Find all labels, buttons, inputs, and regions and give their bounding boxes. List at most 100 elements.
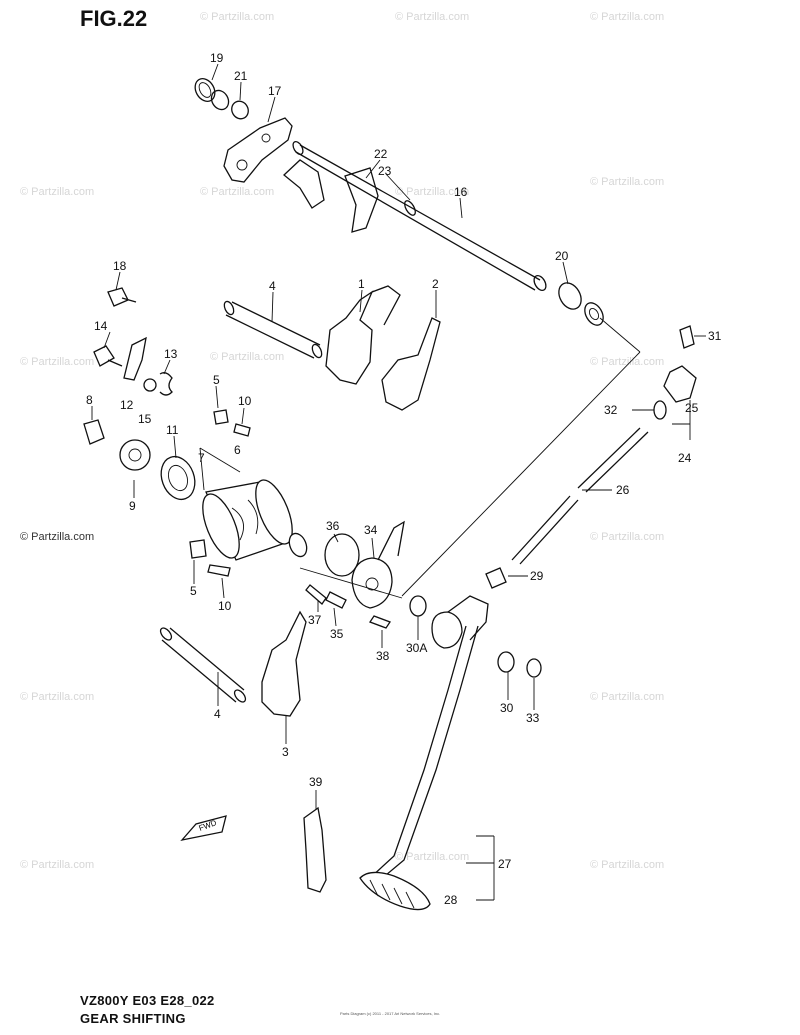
callout-11: 11 (166, 423, 179, 437)
bolt-14 (93, 345, 115, 367)
nut-32 (653, 400, 667, 420)
watermark: © Partzilla.com (395, 851, 469, 863)
leader-lines (91, 63, 706, 901)
callout-13: 13 (164, 347, 178, 361)
callout-30a: 30A (406, 641, 427, 655)
forward-direction-arrow: FWD (180, 815, 227, 842)
gearshift-arm-34 (351, 557, 393, 609)
callout-28: 28 (444, 893, 458, 907)
watermark: © Partzilla.com (20, 356, 94, 368)
callout-10-upper: 10 (238, 394, 252, 408)
callout-16: 16 (454, 185, 468, 199)
model-code: VZ800Y E03 E28_022 (80, 993, 215, 1008)
retainer-5-lower (189, 539, 207, 559)
circlip-33 (526, 658, 542, 678)
figure-name: GEAR SHIFTING (80, 1011, 186, 1026)
shift-fork-3 (261, 610, 307, 717)
callout-15: 15 (138, 412, 152, 426)
washer-19 (210, 89, 230, 111)
cam-assembly (305, 520, 427, 629)
pin-35 (325, 591, 347, 609)
o-ring-36 (324, 533, 360, 577)
callout-3: 3 (282, 745, 289, 759)
shift-fork-2 (381, 317, 441, 411)
small-parts-left (83, 287, 251, 577)
callout-39: 39 (309, 775, 323, 789)
callout-22: 22 (374, 147, 388, 161)
callout-27: 27 (498, 857, 512, 871)
shift-drum-6 (202, 479, 308, 561)
watermark: © Partzilla.com (590, 356, 664, 368)
washer-15 (143, 378, 157, 392)
callout-37: 37 (308, 613, 322, 627)
callout-31: 31 (708, 329, 722, 343)
shift-cam-plate-17 (223, 117, 293, 183)
retainer-5-upper (213, 409, 229, 425)
spring-13 (159, 372, 173, 396)
watermark: © Partzilla.com (395, 11, 469, 23)
callout-8: 8 (86, 393, 93, 407)
callout-2: 2 (432, 277, 439, 291)
callout-29: 29 (530, 569, 544, 583)
pivot-27 (431, 611, 463, 649)
callout-20: 20 (555, 249, 569, 263)
washer-30a (409, 595, 427, 617)
rod-26 (511, 495, 579, 565)
figure-title: FIG.22 (80, 6, 148, 31)
watermark: © Partzilla.com (590, 859, 664, 871)
screw-38 (369, 615, 391, 629)
rod-26-upper (577, 427, 649, 493)
callout-38: 38 (376, 649, 390, 663)
callout-33: 33 (526, 711, 540, 725)
callout-5-lower: 5 (190, 584, 197, 598)
shift-fork-assembly (159, 285, 441, 717)
bearing-11 (160, 455, 196, 501)
shift-rod-pedal (299, 325, 697, 911)
stopper-12 (123, 336, 147, 381)
callout-12: 12 (120, 398, 134, 412)
callout-23: 23 (378, 164, 392, 178)
watermark: © Partzilla.com (395, 186, 469, 198)
callout-14: 14 (94, 319, 108, 333)
watermark-emphasized: © Partzilla.com (20, 531, 94, 543)
callout-18: 18 (113, 259, 127, 273)
bolt-18 (107, 287, 129, 307)
watermark: © Partzilla.com (20, 691, 94, 703)
callout-35: 35 (330, 627, 344, 641)
washer-30 (497, 651, 515, 673)
shift-arm-22b (344, 167, 379, 233)
shift-fork-1 (325, 290, 374, 385)
callout-9: 9 (129, 499, 136, 513)
gearshift-lever-27 (368, 625, 479, 881)
callout-7: 7 (198, 451, 205, 465)
shift-arm-22 (283, 159, 325, 209)
watermark: © Partzilla.com (20, 859, 94, 871)
oil-seal-19 (194, 78, 216, 102)
washer-20 (584, 302, 604, 326)
callout-17: 17 (268, 84, 282, 98)
watermark: © Partzilla.com (200, 186, 274, 198)
spring-37 (305, 584, 327, 605)
callout-1: 1 (358, 277, 365, 291)
shift-shaft-assembly (194, 78, 641, 353)
callout-6: 6 (234, 443, 241, 457)
watermark: © Partzilla.com (590, 11, 664, 23)
callout-19: 19 (210, 51, 224, 65)
fork-shaft-4-upper (225, 301, 321, 359)
screw-10-upper (233, 423, 251, 437)
oil-seal-20 (558, 282, 582, 310)
callout-32: 32 (604, 403, 618, 417)
stopper-plate-9 (119, 439, 151, 471)
callout-4-upper: 4 (269, 279, 276, 293)
joint-25 (663, 365, 697, 403)
circlip-21 (231, 100, 249, 120)
callout-21: 21 (234, 69, 248, 83)
copyright-notice: Parts Diagram (c) 2011 - 2017 Ari Networ… (340, 1011, 441, 1016)
callout-25: 25 (685, 401, 699, 415)
nut-29 (485, 567, 507, 589)
callout-4-lower: 4 (214, 707, 221, 721)
watermark: © Partzilla.com (590, 531, 664, 543)
callout-30: 30 (500, 701, 514, 715)
